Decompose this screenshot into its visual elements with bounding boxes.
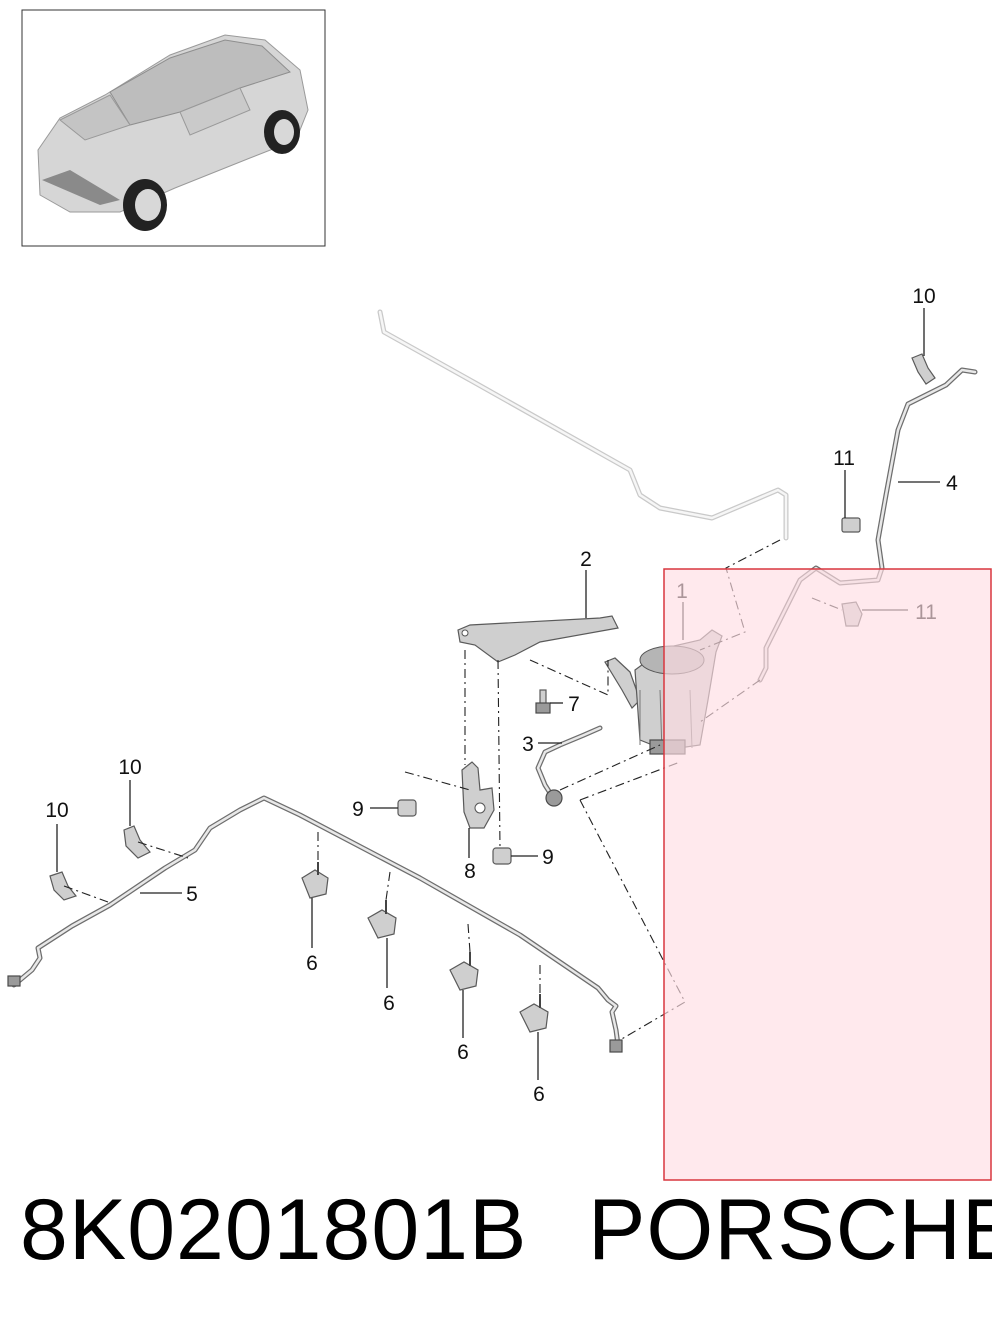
callout-10: 10 — [912, 285, 935, 308]
grommet-9a — [397, 799, 417, 817]
highlight-overlay — [663, 568, 992, 1181]
callout-6: 6 — [533, 1083, 545, 1106]
callout-8: 8 — [464, 860, 476, 883]
callout-3: 3 — [522, 733, 534, 756]
bolt-7 — [535, 689, 551, 714]
callout-9: 9 — [352, 798, 364, 821]
brand-name: PORSCHE — [588, 1182, 992, 1278]
line-holder-6b — [367, 900, 397, 939]
grommet-9b — [492, 847, 512, 865]
fuel-line-5 — [7, 795, 623, 1053]
callout-4: 4 — [946, 472, 958, 495]
callout-9: 9 — [542, 846, 554, 869]
clip-11a — [841, 517, 861, 533]
callout-10: 10 — [118, 756, 141, 779]
part-number: 8K0201801B — [20, 1182, 528, 1278]
car-illustration — [37, 34, 309, 231]
line-holder-6a — [301, 862, 329, 899]
clip-10c — [49, 871, 78, 901]
callout-6: 6 — [457, 1041, 469, 1064]
line-holder-6c — [449, 952, 479, 991]
clip-10b — [123, 825, 151, 859]
hose-3 — [535, 725, 603, 807]
hose-end-fitting — [545, 789, 563, 807]
line-end-connector — [7, 975, 21, 987]
callout-2: 2 — [580, 548, 592, 571]
callout-10: 10 — [45, 799, 68, 822]
callout-6: 6 — [383, 992, 395, 1015]
clip-10a — [911, 353, 936, 385]
callout-6: 6 — [306, 952, 318, 975]
callout-7: 7 — [568, 693, 580, 716]
reference-line-ghost — [377, 309, 789, 541]
callout-5: 5 — [186, 883, 198, 906]
bracket-8 — [461, 761, 495, 829]
bracket-2 — [457, 615, 641, 709]
line-end-connector — [609, 1039, 623, 1053]
line-holder-6d — [519, 994, 549, 1033]
callout-11: 11 — [833, 447, 855, 470]
vehicle-thumbnail — [21, 9, 326, 247]
